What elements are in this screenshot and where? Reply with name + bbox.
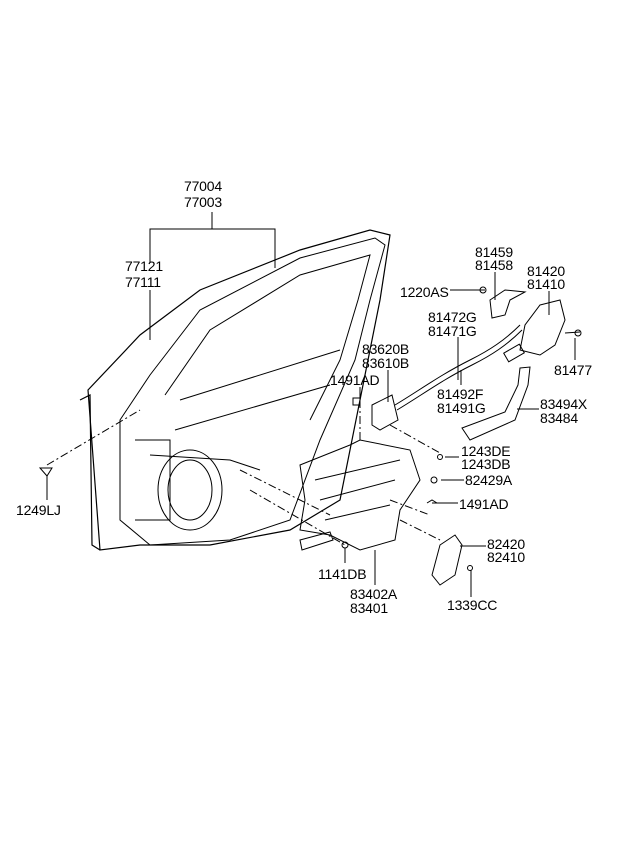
label-1243DE: 1243DE xyxy=(461,443,511,459)
label-1491AD-top: 1491AD xyxy=(330,372,380,388)
label-1141DB: 1141DB xyxy=(318,566,367,582)
label-81471G: 81471G xyxy=(428,323,477,339)
label-83484: 83484 xyxy=(540,410,578,426)
glass-channel xyxy=(461,366,531,441)
cable-rods xyxy=(394,324,523,411)
label-81472G: 81472G xyxy=(428,309,477,325)
inside-handle xyxy=(352,394,399,431)
label-81492F: 81492F xyxy=(437,386,484,402)
label-83494X: 83494X xyxy=(540,396,588,412)
label-1491AD-bottom: 1491AD xyxy=(459,496,509,512)
label-82420: 82420 xyxy=(487,536,525,552)
label-82410: 82410 xyxy=(487,549,525,565)
label-81420: 81420 xyxy=(527,263,565,279)
latch-assembly xyxy=(479,286,582,363)
label-81410: 81410 xyxy=(527,276,565,292)
label-77121: 77121 xyxy=(125,258,163,274)
label-83610B: 83610B xyxy=(362,355,410,371)
label-81477: 81477 xyxy=(554,362,592,378)
window-motor xyxy=(431,534,473,586)
window-regulator xyxy=(299,439,443,551)
label-1243DB: 1243DB xyxy=(461,456,511,472)
label-83401: 83401 xyxy=(350,600,388,616)
label-77004: 77004 xyxy=(184,178,222,194)
label-83402A: 83402A xyxy=(350,586,398,602)
dashed-guides xyxy=(46,400,441,546)
label-81459: 81459 xyxy=(475,244,513,260)
plug-1249 xyxy=(38,467,53,477)
label-82429A: 82429A xyxy=(465,472,513,488)
label-77003: 77003 xyxy=(184,194,222,210)
label-77111: 77111 xyxy=(125,274,161,290)
label-81491G: 81491G xyxy=(437,400,486,416)
door-inner-frame xyxy=(119,237,386,546)
label-83620B: 83620B xyxy=(362,341,410,357)
label-1249LJ: 1249LJ xyxy=(16,502,61,518)
label-1220AS: 1220AS xyxy=(400,284,449,300)
label-81458: 81458 xyxy=(475,257,513,273)
leader-lines xyxy=(46,212,576,597)
label-1339CC: 1339CC xyxy=(447,597,498,613)
